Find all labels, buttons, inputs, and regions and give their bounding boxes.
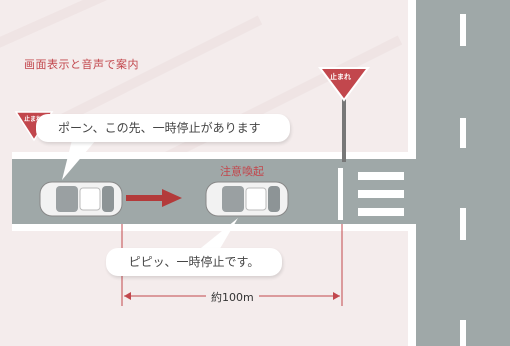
page-title: 画面表示と音声で案内 xyxy=(24,58,139,71)
car-first-position xyxy=(39,181,123,217)
car-second-position xyxy=(205,181,289,217)
direction-arrow xyxy=(126,189,182,207)
vertical-road-border xyxy=(408,0,416,152)
vertical-road-border-lower xyxy=(408,231,416,346)
distance-label: 約100m xyxy=(206,289,259,305)
bubble-tail-second xyxy=(196,218,238,252)
stop-line xyxy=(338,168,343,220)
speech-bubble-first: ポーン、この先、一時停止があります xyxy=(36,114,290,142)
vertical-road xyxy=(416,0,510,346)
stop-sign-pole xyxy=(342,92,346,162)
distance-arrowhead-right xyxy=(333,292,340,300)
speech-bubble-second-text: ピピッ、一時停止です。 xyxy=(128,255,260,269)
road-border-top xyxy=(12,152,422,159)
stop-sign xyxy=(318,67,370,102)
bubble-tail-first xyxy=(62,140,96,180)
road-border-bottom xyxy=(12,224,422,231)
warning-label: 注意喚起 xyxy=(220,165,264,178)
distance-arrowhead-left xyxy=(124,292,131,300)
stop-sign-text: 止まれ xyxy=(330,73,351,81)
lane-center-dashes xyxy=(460,14,466,346)
stop-icon-text: 止まれ xyxy=(24,116,43,123)
crosswalk xyxy=(358,172,404,216)
speech-bubble-second: ピピッ、一時停止です。 xyxy=(106,248,282,276)
speech-bubble-first-text: ポーン、この先、一時停止があります xyxy=(58,121,261,135)
